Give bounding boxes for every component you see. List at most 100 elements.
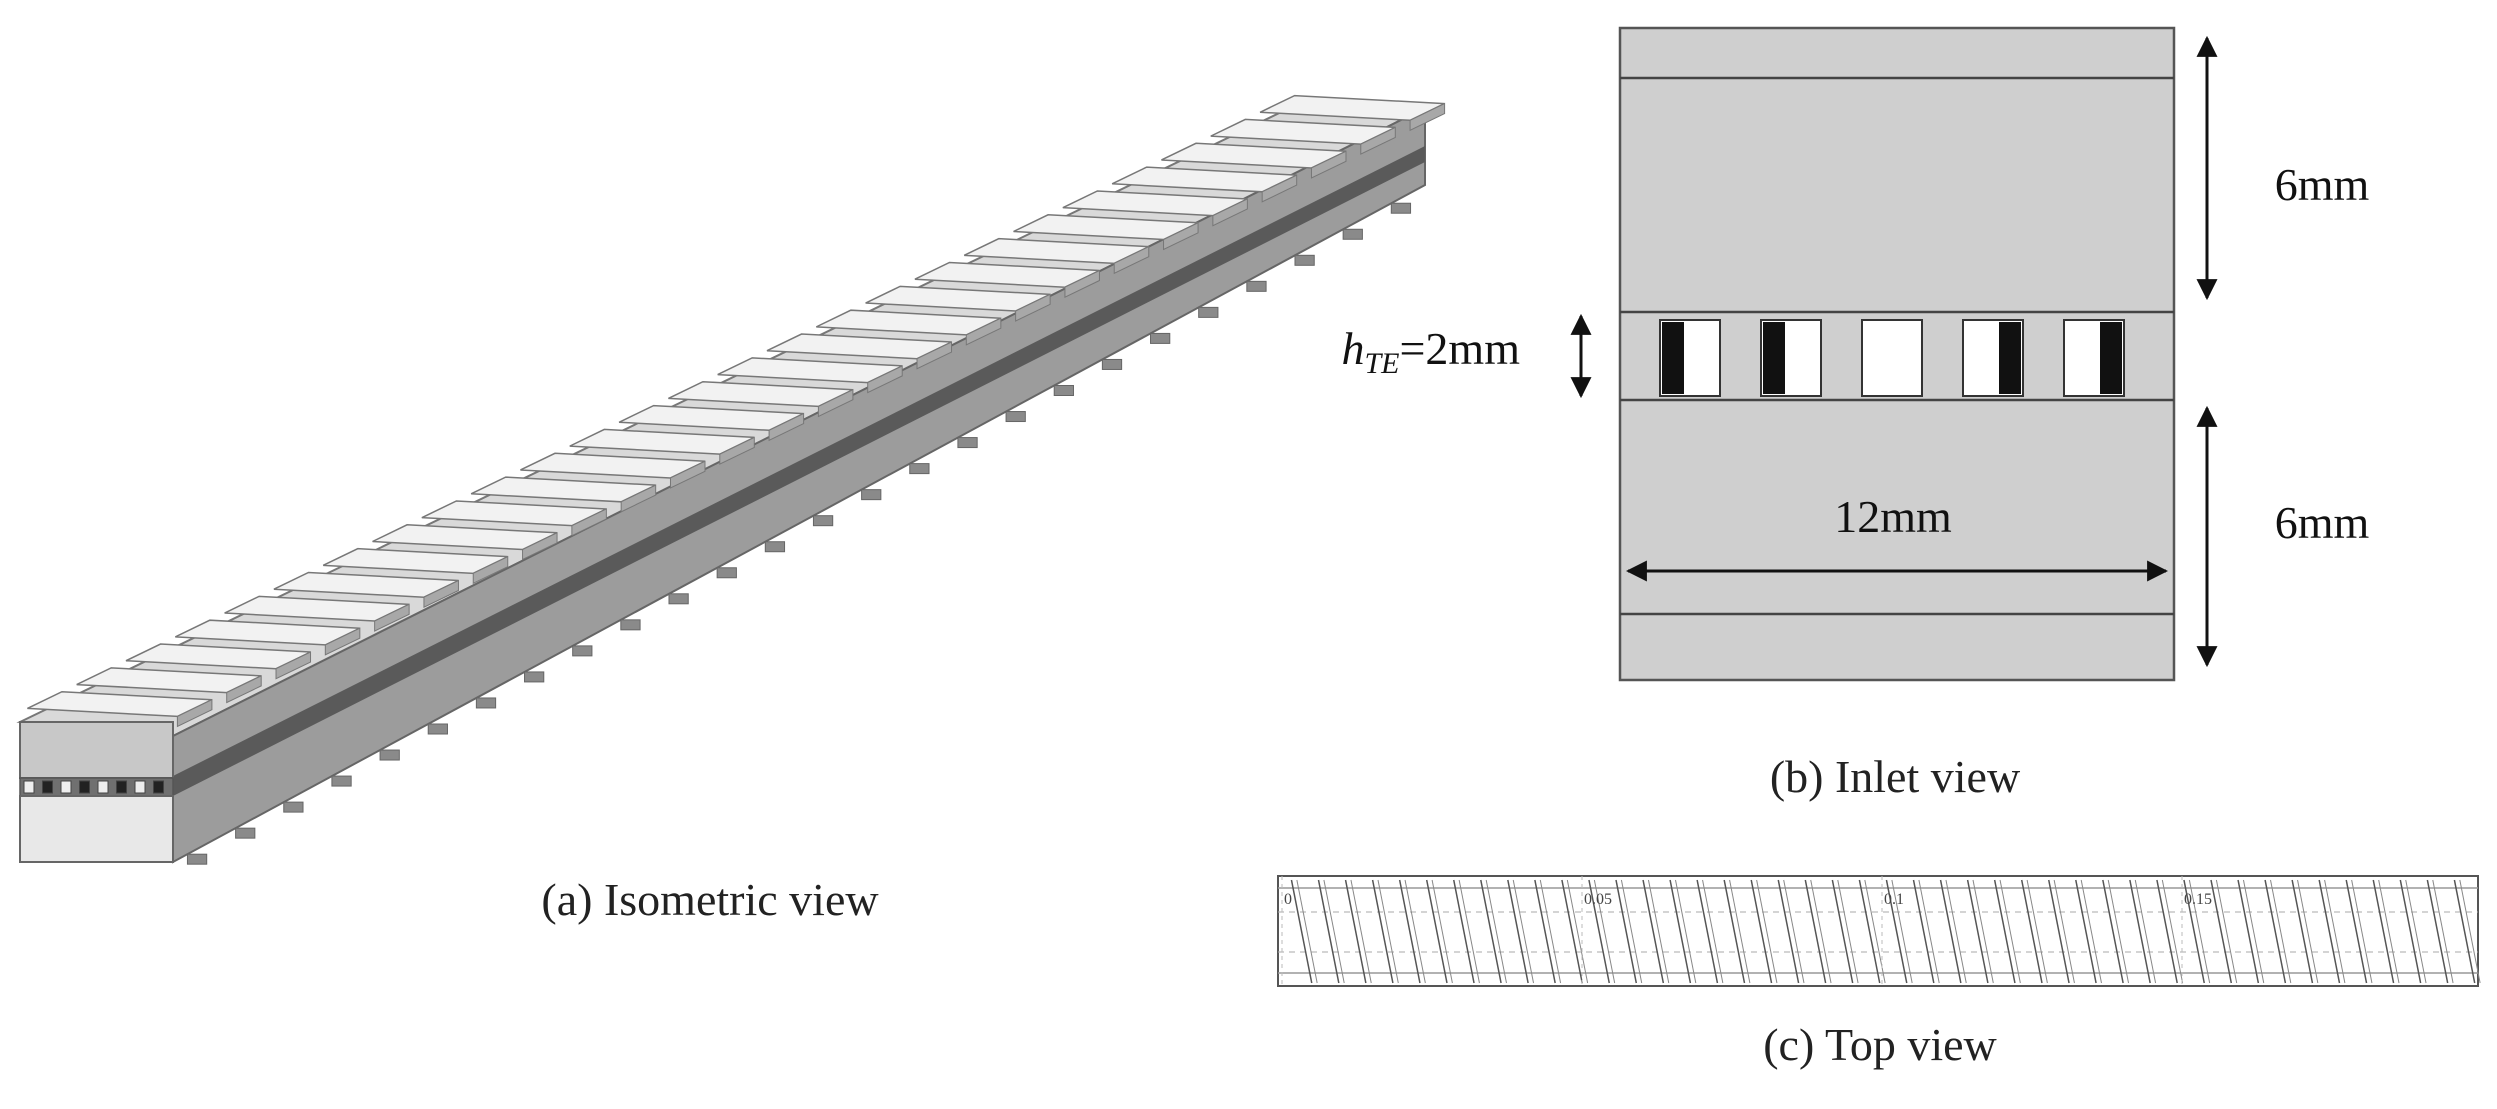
isometric-fin-side bbox=[374, 603, 410, 632]
isometric-bottom-fin bbox=[861, 489, 882, 501]
top-view-stripe bbox=[2161, 879, 2184, 984]
top-view-stripe bbox=[2053, 879, 2075, 984]
isometric-side-face bbox=[172, 106, 1426, 864]
te-leg-dark bbox=[2100, 322, 2122, 394]
top-view-stripe bbox=[1507, 879, 1529, 984]
top-view-stripe bbox=[2129, 879, 2151, 984]
top-view-stripe bbox=[2291, 879, 2314, 984]
isometric-bottom-fin bbox=[909, 463, 930, 475]
isometric-view: (a) Isometric view bbox=[16, 94, 1446, 925]
top-view-stripe bbox=[1425, 879, 1448, 984]
top-view-stripe bbox=[1377, 879, 1399, 984]
top-view-stripe bbox=[2075, 879, 2097, 984]
top-view-stripe bbox=[1323, 879, 1345, 984]
top-view-stripe bbox=[1539, 879, 1562, 984]
top-view-stripe bbox=[2020, 879, 2043, 984]
isometric-bottom-fin bbox=[1342, 228, 1363, 240]
top-view-tick-label: 0.1 bbox=[1884, 891, 1904, 908]
isometric-fin-side bbox=[324, 627, 361, 656]
top-view-stripe bbox=[1458, 879, 1480, 984]
top-view-stripe bbox=[1344, 879, 1367, 984]
top-view-stripe bbox=[1891, 879, 1913, 984]
isometric-bottom-fin bbox=[1005, 411, 1026, 423]
isometric-fin-side bbox=[275, 651, 312, 680]
isometric-fin-side bbox=[768, 412, 805, 442]
isometric-bottom-fin bbox=[524, 671, 545, 683]
isometric-bottom-fin bbox=[620, 619, 641, 631]
top-view-stripe bbox=[1831, 879, 1854, 984]
isometric-bottom-fin bbox=[283, 801, 304, 813]
top-view-stripe bbox=[2378, 879, 2400, 984]
top-view-stripe bbox=[1371, 879, 1394, 984]
top-view-stripe bbox=[1993, 879, 2016, 984]
top-view-stripe bbox=[2237, 879, 2260, 984]
top-view-stripe bbox=[1723, 879, 1746, 984]
isometric-fin-side bbox=[1113, 245, 1150, 275]
top-view-stripe bbox=[1512, 879, 1535, 984]
te-leg-dark bbox=[1662, 322, 1684, 394]
top-view-stripe bbox=[1783, 879, 1805, 984]
top-view-stripe bbox=[1972, 879, 1994, 984]
top-view-stripe bbox=[2270, 879, 2292, 984]
isometric-front-upper bbox=[19, 721, 174, 779]
isometric-fin-side bbox=[1163, 222, 1199, 251]
top-view-stripe bbox=[1945, 879, 1967, 984]
top-view-stripe bbox=[1534, 879, 1556, 984]
isometric-front-te-cell bbox=[23, 780, 35, 794]
isometric-fin-side bbox=[620, 484, 657, 513]
isometric-fin-side bbox=[1261, 174, 1298, 203]
top-view-tick-label: 0.05 bbox=[1584, 891, 1612, 908]
top-view-stripe bbox=[1999, 879, 2021, 984]
top-view-stripe bbox=[2432, 879, 2454, 984]
top-view-tick-label: 0.15 bbox=[2184, 891, 2212, 908]
isometric-bottom-fin bbox=[186, 853, 208, 865]
isometric-fin-side bbox=[522, 532, 558, 561]
top-view-stripe bbox=[1398, 879, 1421, 984]
top-view-stripe bbox=[2215, 879, 2238, 984]
isometric-fin-side bbox=[1310, 150, 1347, 179]
isometric-fin-side bbox=[571, 508, 607, 537]
isometric-bottom-fin bbox=[1101, 358, 1123, 370]
top-view-stripe bbox=[1810, 879, 1832, 984]
isometric-bottom-fin bbox=[572, 645, 593, 657]
top-view-stripe bbox=[1669, 879, 1692, 984]
top-view-stripe bbox=[1777, 879, 1800, 984]
isometric-front-te-cell bbox=[116, 780, 127, 794]
top-view-stripe bbox=[2048, 879, 2070, 984]
isometric-fin-side bbox=[1360, 126, 1396, 155]
top-view-stripe bbox=[1885, 879, 1908, 984]
isometric-bottom-fins bbox=[186, 202, 1412, 865]
top-view-stripe bbox=[2156, 879, 2178, 984]
top-view-stripe bbox=[1858, 879, 1881, 984]
caption-inlet: (b) Inlet view bbox=[1770, 751, 2021, 802]
top-view-frame bbox=[1277, 875, 2479, 987]
caption-top: (c) Top view bbox=[1763, 1019, 1997, 1070]
isometric-bottom-fin bbox=[812, 515, 834, 527]
top-view-stripe bbox=[2405, 879, 2427, 984]
te-leg-dark bbox=[1763, 322, 1785, 394]
top-view-stripe bbox=[2188, 879, 2211, 984]
isometric-bottom-fin bbox=[235, 827, 256, 839]
isometric-fin-side bbox=[423, 579, 459, 608]
top-view-stripe bbox=[1696, 879, 1719, 984]
isometric-front-te-cells bbox=[23, 780, 164, 794]
top-view-stripe bbox=[2080, 879, 2102, 984]
top-view-stripe bbox=[1485, 879, 1507, 984]
isometric-te-layer bbox=[173, 146, 1425, 796]
top-view-stripe bbox=[2297, 879, 2319, 984]
inlet-te-cells bbox=[1659, 319, 2125, 397]
isometric-fin-side bbox=[965, 317, 1002, 346]
isometric-fin-side bbox=[176, 698, 213, 728]
caption-isometric: (a) Isometric view bbox=[541, 874, 879, 925]
top-view-stripe bbox=[1561, 879, 1583, 984]
top-view-stripe bbox=[1404, 879, 1426, 984]
top-view-stripe bbox=[1593, 879, 1616, 984]
isometric-fin-side bbox=[1212, 198, 1248, 227]
isometric-front-te-cell bbox=[153, 780, 164, 794]
isometric-bottom-fin bbox=[1294, 254, 1315, 266]
top-view-stripe bbox=[1350, 879, 1372, 984]
isometric-bottom-fin bbox=[1053, 384, 1074, 396]
top-view-stripe bbox=[1317, 879, 1340, 984]
top-view-stripe bbox=[2426, 879, 2449, 984]
